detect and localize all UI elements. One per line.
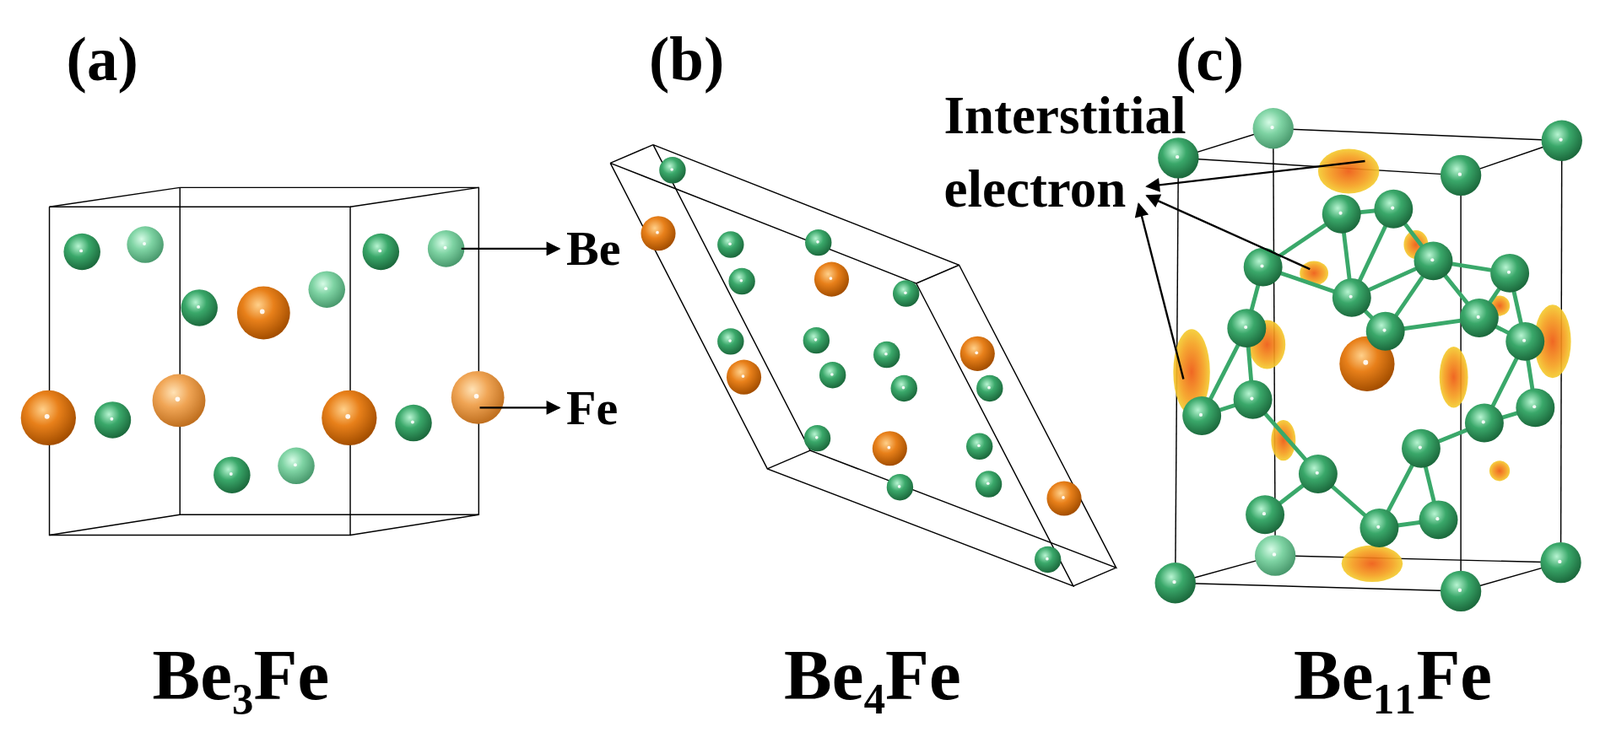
cell-edge xyxy=(1073,567,1117,587)
be-atom xyxy=(975,470,1002,498)
be-atom xyxy=(891,375,918,402)
be-atom xyxy=(277,448,315,486)
electron-isosurface xyxy=(1439,346,1469,409)
leader-arrow xyxy=(1146,195,1310,270)
be-atom xyxy=(1034,546,1061,573)
be-atom xyxy=(873,341,900,368)
be-atom xyxy=(1254,535,1296,576)
be-atom xyxy=(1414,241,1454,281)
be-atom xyxy=(1373,189,1413,229)
be-atom xyxy=(1505,322,1545,362)
be-atom xyxy=(819,362,846,389)
be-atom xyxy=(94,401,132,439)
be-atom xyxy=(1245,495,1285,535)
be-atom xyxy=(63,233,101,271)
cell-edge xyxy=(610,162,1074,587)
be-atom xyxy=(1182,396,1222,436)
panel-label: (a) xyxy=(66,28,139,91)
be-atom xyxy=(1440,571,1482,612)
be11fe-cell xyxy=(1138,108,1583,612)
be-atom xyxy=(717,328,744,355)
be-atom xyxy=(1233,380,1273,420)
be-atom xyxy=(1464,404,1504,444)
be-atom xyxy=(717,231,744,258)
be-atom xyxy=(1332,278,1372,318)
leader-arrow xyxy=(1146,161,1366,187)
formula-caption: Be₁₁Fe xyxy=(1293,639,1492,712)
be-atom xyxy=(728,268,755,295)
be-atom xyxy=(892,280,919,307)
cell-edge xyxy=(916,264,960,284)
cell-edge xyxy=(610,145,654,164)
cell-edge xyxy=(767,450,811,470)
cell-edge xyxy=(350,187,479,207)
be-atom xyxy=(1440,155,1482,196)
fe-atom xyxy=(451,371,505,425)
callout-text: Interstitial electron xyxy=(943,79,1197,227)
cell-edge xyxy=(49,514,181,536)
be-atom xyxy=(1540,542,1581,584)
be-atom xyxy=(213,456,251,494)
be-atom xyxy=(394,405,433,443)
be-atom xyxy=(976,375,1003,402)
be-atom xyxy=(308,270,346,309)
be-atom xyxy=(1253,108,1294,149)
be-atom xyxy=(1227,308,1266,348)
fe-atom xyxy=(640,216,676,251)
be-atom xyxy=(180,289,218,327)
panel-label: (c) xyxy=(1175,28,1244,91)
fe-atom xyxy=(1046,481,1082,516)
leader-arrow xyxy=(480,406,560,409)
leader-arrow xyxy=(461,248,560,250)
be-atom xyxy=(1459,298,1499,338)
fe-atom xyxy=(152,374,206,428)
be-atom xyxy=(1419,500,1459,540)
atom-label: Be xyxy=(566,224,621,274)
fe-atom xyxy=(321,390,377,446)
be-atom xyxy=(427,230,465,268)
fe-atom xyxy=(814,262,849,298)
be3fe-cell xyxy=(21,187,560,536)
leader-arrow xyxy=(1138,204,1184,380)
be-atom xyxy=(1359,508,1399,548)
fe-atom xyxy=(960,336,995,372)
fe-atom xyxy=(21,390,76,446)
formula-caption: Be₄Fe xyxy=(783,639,962,712)
be-atom xyxy=(126,226,164,264)
electron-isosurface xyxy=(1489,460,1510,482)
be-atom xyxy=(805,229,832,256)
be-atom xyxy=(1515,388,1555,428)
be-atom xyxy=(1155,562,1196,604)
cell-edge xyxy=(49,206,352,536)
be-atom xyxy=(1366,312,1406,352)
be-atom xyxy=(1541,120,1583,162)
be-atom xyxy=(1298,454,1338,494)
electron-isosurface xyxy=(1341,545,1404,584)
fe-atom xyxy=(237,286,291,341)
be-atom xyxy=(966,433,993,460)
cell-edge xyxy=(179,187,479,515)
cell-edge xyxy=(49,187,181,207)
be-atom xyxy=(362,233,400,271)
panel-label: (b) xyxy=(648,28,725,91)
fe-atom xyxy=(726,360,762,395)
be-atom xyxy=(1401,429,1441,469)
be-atom xyxy=(1322,194,1362,234)
fe-atom xyxy=(872,431,908,466)
electron-isosurface xyxy=(1318,148,1380,194)
be-atom xyxy=(886,474,914,501)
atom-label: Fe xyxy=(566,383,618,433)
be-atom xyxy=(804,425,831,452)
be-atom xyxy=(1490,254,1530,293)
be-atom xyxy=(659,156,686,184)
formula-caption: Be₃Fe xyxy=(152,639,330,712)
be-atom xyxy=(803,327,830,354)
cell-edge xyxy=(350,514,479,536)
